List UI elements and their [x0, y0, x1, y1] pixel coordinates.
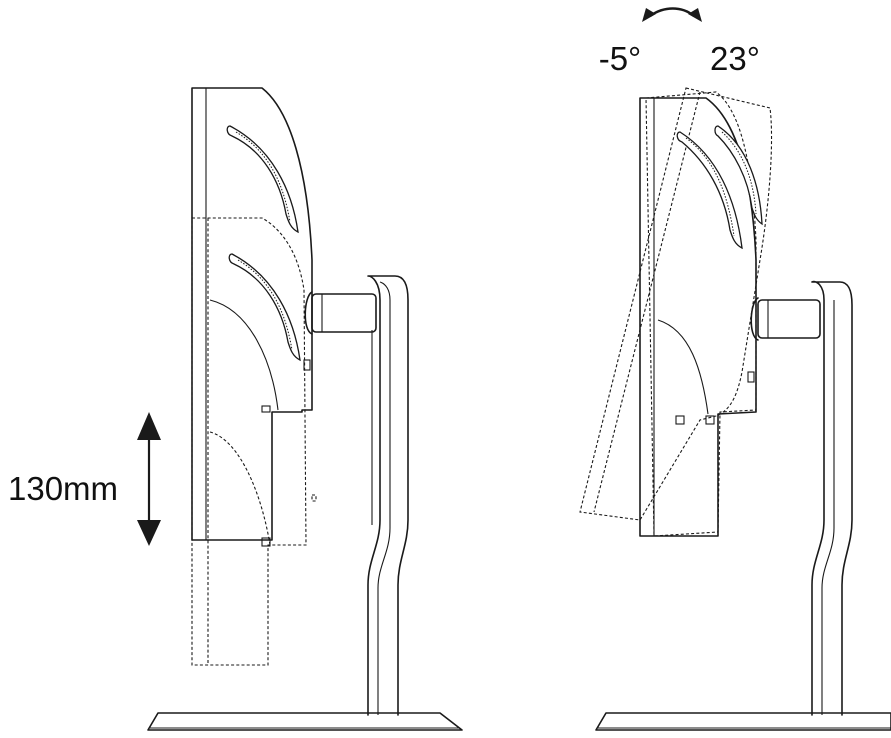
monitor-tilted-back [579, 87, 773, 521]
height-adjustment-figure: 130mm [8, 87, 463, 731]
height-arrow [137, 412, 161, 546]
tilt-arrow-icon [642, 7, 702, 22]
stand-base-right [595, 712, 891, 731]
vent-lower-left [228, 253, 301, 362]
hinge-arm-left [304, 291, 377, 335]
monitor-raised-position [191, 87, 313, 547]
monitor-lowered-position [191, 217, 317, 666]
vent-upper-left [226, 125, 299, 234]
stand-column-left [367, 275, 409, 716]
tilt-adjustment-figure: -5° 23° [579, 7, 891, 731]
stand-column-right [811, 280, 853, 716]
stand-base-left [147, 712, 463, 731]
hinge-arm-right [750, 297, 821, 341]
tilt-backward-label: 23° [710, 40, 760, 77]
vent-right-front [676, 131, 743, 250]
vent-right-back [714, 125, 763, 226]
tilt-forward-label: -5° [599, 40, 642, 77]
height-range-label: 130mm [8, 470, 118, 507]
